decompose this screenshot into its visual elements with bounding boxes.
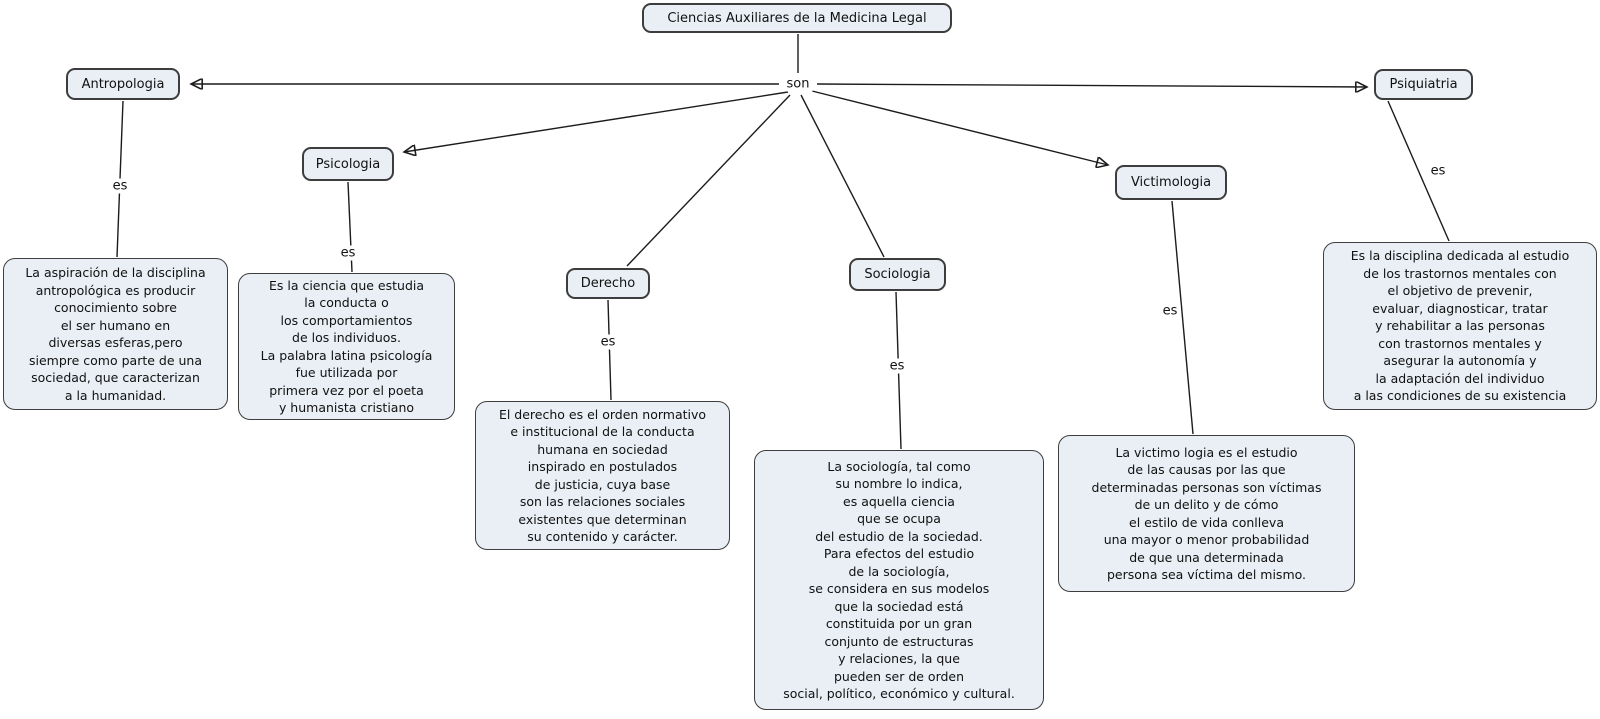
node-antropologia[interactable]: Antropologia [66, 68, 180, 100]
node-victimologia[interactable]: Victimologia [1115, 165, 1227, 200]
desc-psiquiatria[interactable]: Es la disciplina dedicada al estudio de … [1323, 242, 1597, 410]
node-root[interactable]: Ciencias Auxiliares de la Medicina Legal [642, 3, 952, 33]
desc-victimologia[interactable]: La victimo logia es el estudio de las ca… [1058, 435, 1355, 592]
edge-son-to-psiquiatria [816, 84, 1367, 87]
edge-derecho-to-desc [607, 299, 612, 401]
desc-psicologia[interactable]: Es la ciencia que estudia la conducta o … [238, 273, 455, 420]
link-label-es-psiquiatria[interactable]: es [1427, 163, 1449, 179]
edge-son-to-derecho [626, 94, 791, 267]
edge-victimologia-to-desc [1171, 200, 1194, 435]
edge-son-to-sociologia [800, 94, 885, 258]
link-label-es-victimologia[interactable]: es [1159, 303, 1181, 319]
link-label-es-sociologia[interactable]: es [886, 358, 908, 374]
edge-son-to-psicologia [404, 91, 789, 152]
edge-son-to-victimologia [811, 90, 1108, 165]
link-label-es-antropologia[interactable]: es [109, 178, 131, 194]
link-label-es-derecho[interactable]: es [597, 334, 619, 350]
node-psicologia[interactable]: Psicologia [302, 147, 394, 181]
node-psiquiatria[interactable]: Psiquiatria [1374, 69, 1473, 100]
node-sociologia[interactable]: Sociologia [849, 258, 946, 291]
link-label-son[interactable]: son [783, 76, 813, 92]
desc-antropologia[interactable]: La aspiración de la disciplina antropoló… [3, 258, 228, 410]
desc-sociologia[interactable]: La sociología, tal como su nombre lo ind… [754, 450, 1044, 710]
node-derecho[interactable]: Derecho [566, 268, 650, 299]
link-label-es-psicologia[interactable]: es [337, 245, 359, 261]
desc-derecho[interactable]: El derecho es el orden normativo e insti… [475, 401, 730, 550]
edge-psiquiatria-to-desc [1387, 100, 1450, 242]
